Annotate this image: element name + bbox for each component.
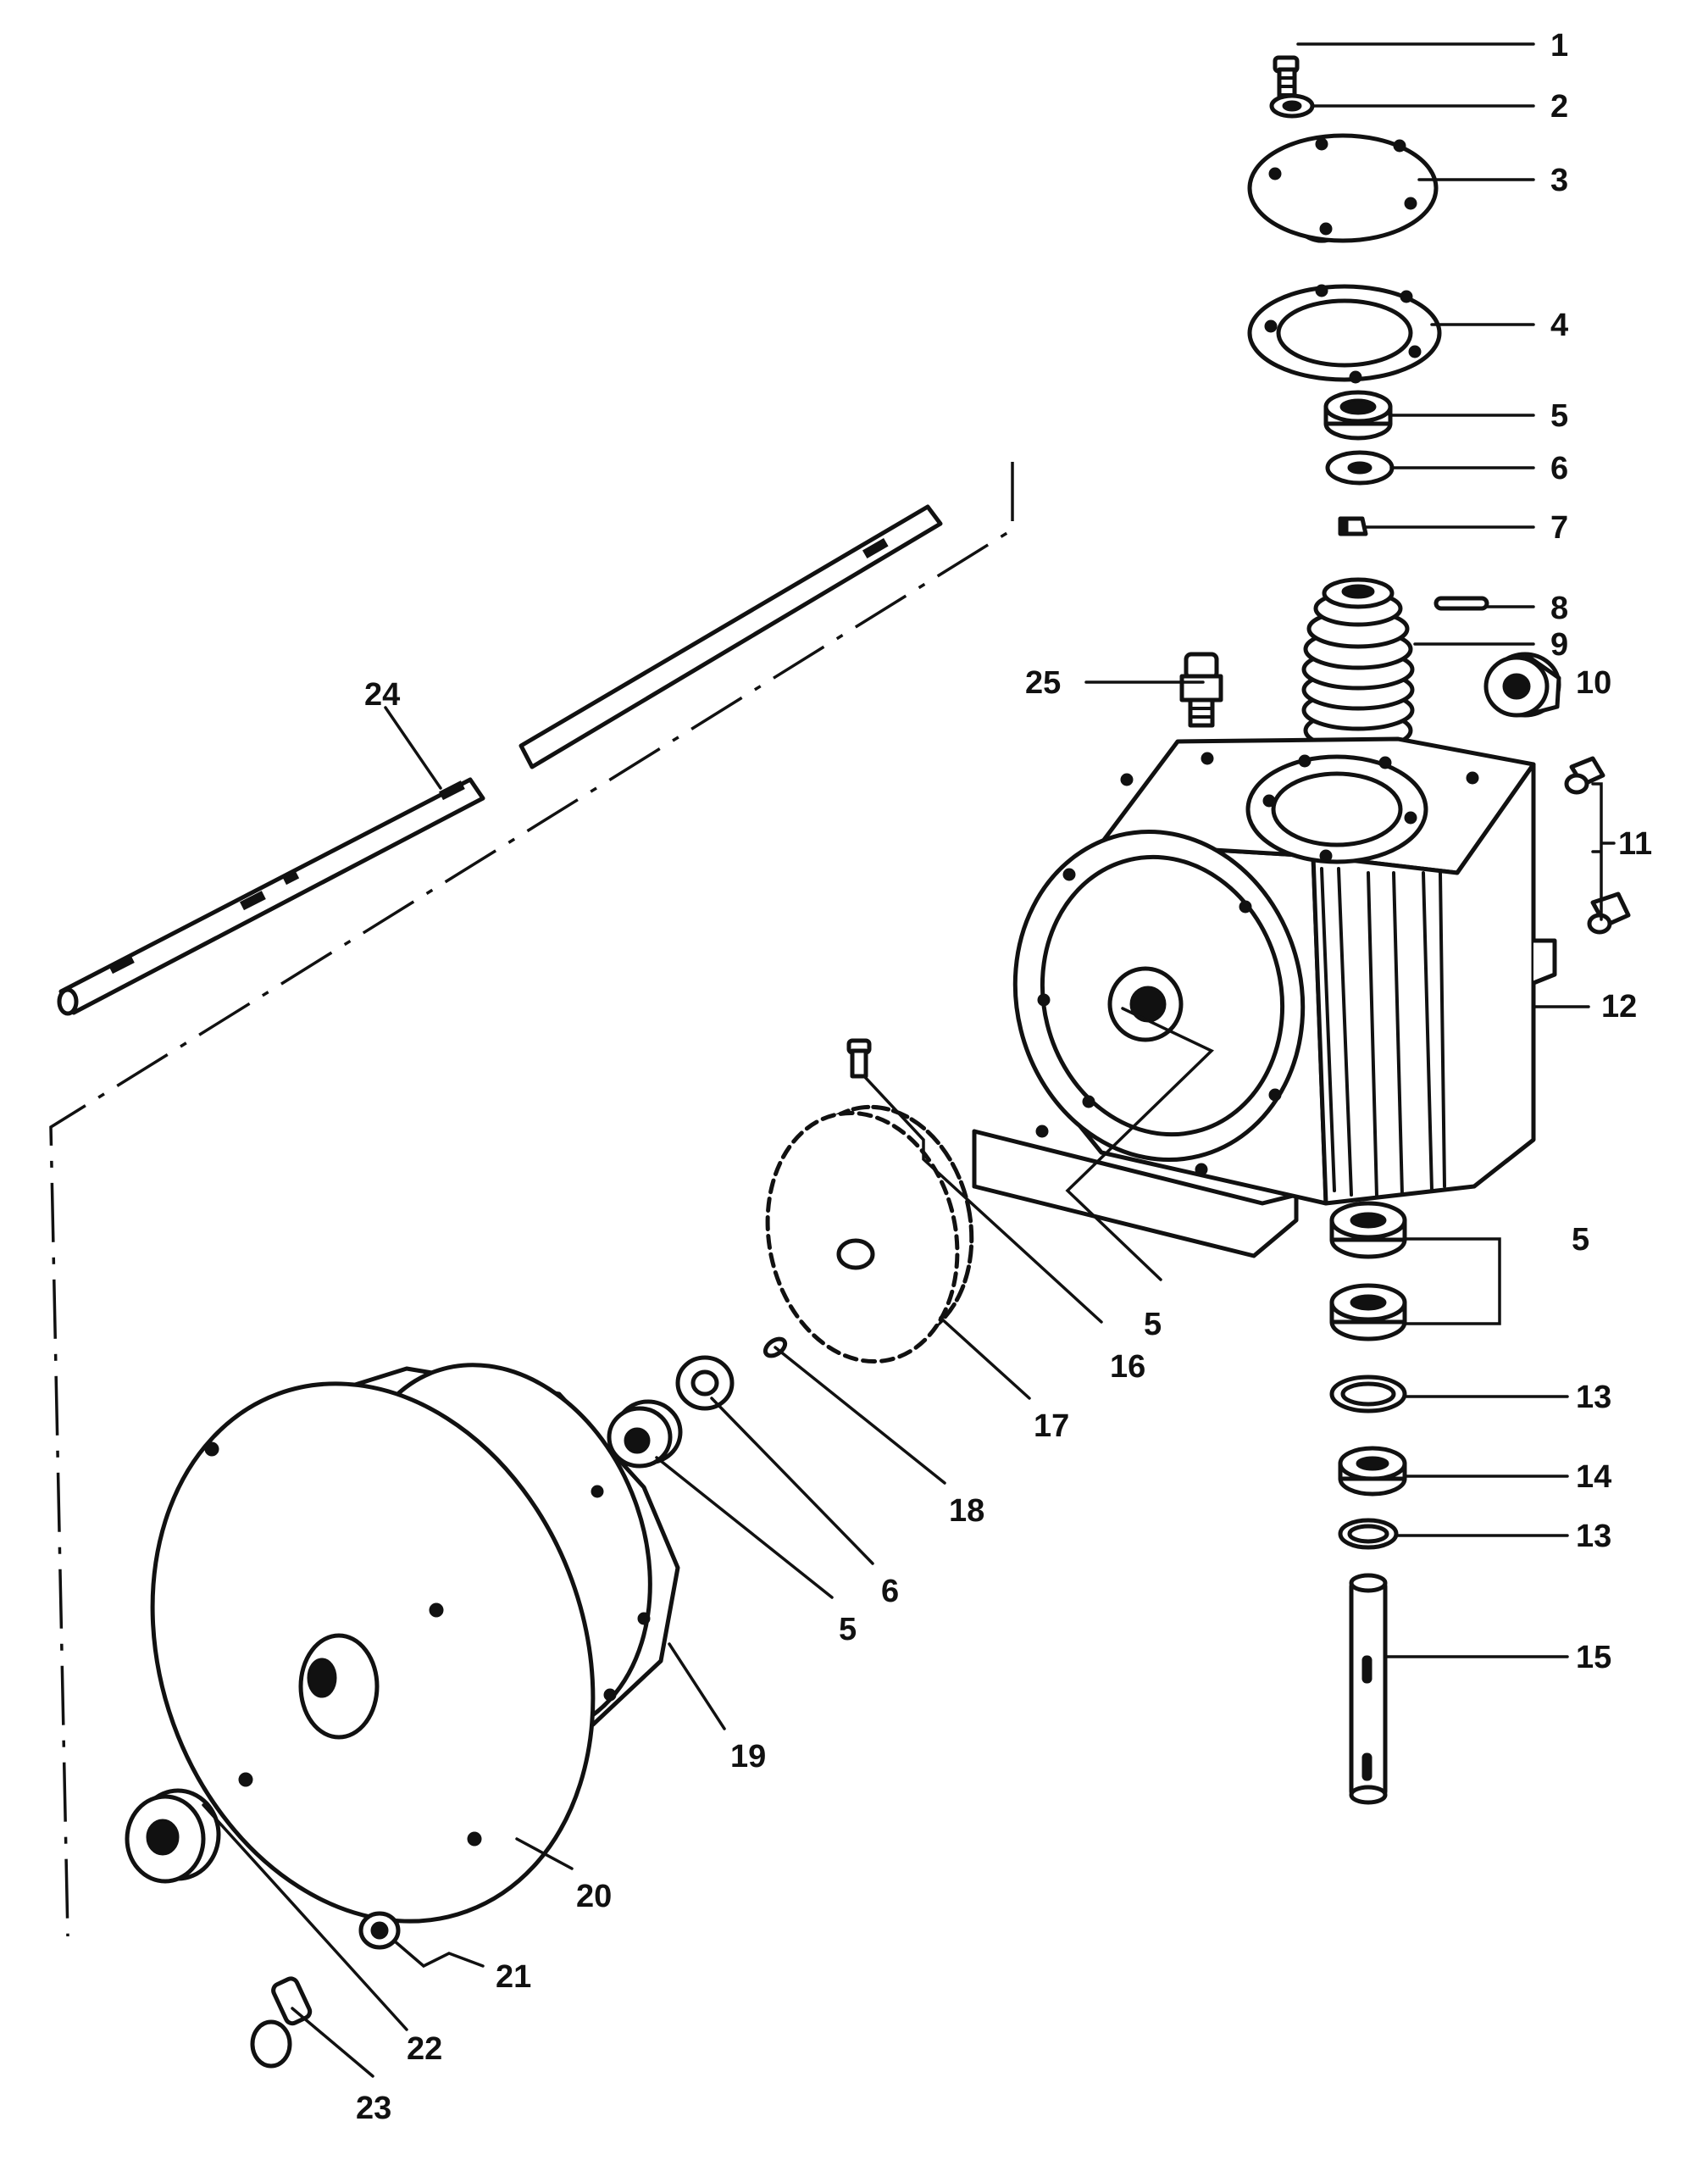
callout-18: 18: [949, 1493, 984, 1529]
callout-12: 12: [1601, 989, 1637, 1025]
part-17-gear: [765, 1104, 974, 1364]
part-16-set-screw: [846, 1038, 872, 1079]
part-5-bearing-lower: [607, 1399, 683, 1469]
part-13-ring-upper: [1329, 1375, 1407, 1413]
callout-19: 19: [730, 1739, 766, 1774]
callout-5a: 5: [1550, 398, 1568, 434]
callout-17: 17: [1034, 1408, 1069, 1444]
callout-14: 14: [1576, 1459, 1611, 1495]
callout-15: 15: [1576, 1640, 1611, 1675]
part-21-screw: [358, 1911, 401, 1950]
part-23-bolt: [250, 1976, 313, 2069]
callout-5b: 5: [1572, 1222, 1589, 1258]
callout-25: 25: [1025, 665, 1061, 701]
callout-20: 20: [576, 1879, 612, 1914]
part-4-gasket: [1247, 284, 1442, 384]
part-6-washer-lower: [675, 1355, 735, 1411]
part-12-housing: [972, 736, 1557, 1258]
callout-3: 3: [1550, 163, 1568, 198]
leader-lines: [202, 42, 1616, 2078]
part-7-key: [1338, 516, 1368, 536]
part-5-bearing-right-1: [1329, 1201, 1407, 1259]
part-25-plug: [1179, 652, 1223, 728]
callout-4: 4: [1550, 308, 1568, 343]
part-15-shaft: [1349, 1573, 1388, 1805]
callout-24: 24: [364, 677, 400, 713]
callout-13a: 13: [1576, 1380, 1611, 1415]
part-10-bearing: [1483, 652, 1561, 718]
callout-2: 2: [1550, 89, 1568, 125]
callout-5c: 5: [1144, 1307, 1162, 1342]
part-8-pin: [1434, 596, 1489, 611]
part-9-worm: [1301, 577, 1415, 752]
callout-11: 11: [1618, 826, 1652, 862]
part-1-screw: [1273, 55, 1300, 104]
callout-7: 7: [1550, 510, 1568, 546]
part-13-ring-lower: [1338, 1518, 1399, 1550]
part-5-bearing-right-2: [1329, 1283, 1407, 1341]
part-20-end-cover: [150, 1381, 596, 1924]
part-24-shaft: [57, 504, 943, 1016]
callout-13b: 13: [1576, 1519, 1611, 1554]
callout-9: 9: [1550, 627, 1568, 663]
callout-23: 23: [356, 2091, 391, 2126]
callout-21: 21: [496, 1959, 531, 1995]
callout-22: 22: [407, 2031, 442, 2067]
part-5-bearing-top: [1323, 390, 1393, 441]
callout-6a: 6: [1550, 451, 1568, 486]
part-2-lock-washer: [1269, 93, 1315, 119]
callout-16: 16: [1110, 1349, 1145, 1385]
part-22-bearing: [125, 1788, 221, 1884]
callout-5d: 5: [839, 1612, 857, 1647]
part-6-washer-top: [1325, 450, 1395, 486]
callout-1: 1: [1550, 28, 1568, 64]
callout-8: 8: [1550, 591, 1568, 626]
shaft-center-line: [49, 462, 1014, 1937]
part-3-top-cover: [1247, 133, 1439, 243]
callout-labels: 1 2 3 4 5 6 7 8 9 10 11 12 5 5 13 14 13 …: [356, 28, 1652, 2126]
part-14-bearing: [1338, 1446, 1407, 1497]
callout-10: 10: [1576, 665, 1611, 701]
callout-6b: 6: [881, 1574, 899, 1609]
